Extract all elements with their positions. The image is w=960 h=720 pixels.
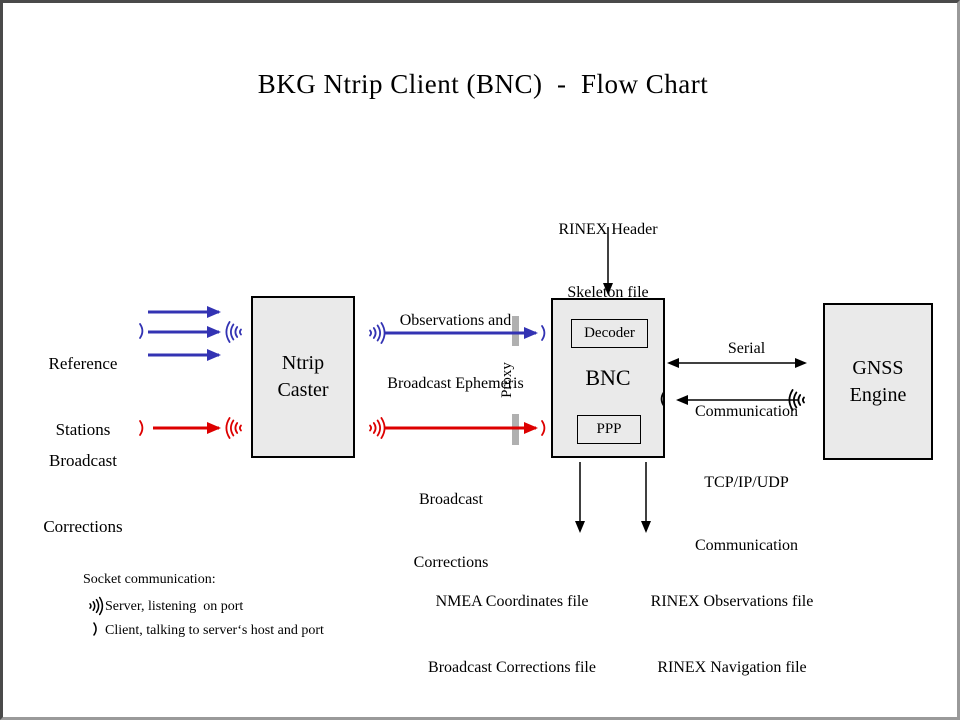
- legend-client-text: Client, talking to server‘s host and por…: [105, 623, 324, 638]
- rinex-output-label: RINEX Observations file RINEX Navigation…: [650, 593, 814, 676]
- bnc-label: BNC: [585, 365, 631, 390]
- reference-stations-label: Reference Stations: [48, 354, 118, 439]
- page-title: BKG Ntrip Client (BNC) - Flow Chart: [257, 69, 709, 99]
- gnss-engine-box: GNSS Engine: [823, 303, 933, 460]
- legend-server-text: Server, listening on port: [105, 599, 244, 614]
- bnc-box: Decoder BNC PPP: [551, 298, 665, 458]
- broadcast-corrections-input-label: Broadcast Corrections: [43, 451, 123, 536]
- proxy-bar-top: [512, 316, 519, 346]
- server-listening-waves-icon: [225, 321, 242, 343]
- legend-client-arc-icon: [93, 622, 97, 636]
- proxy-label: Proxy: [499, 362, 515, 398]
- nmea-output-label: NMEA Coordinates file Broadcast Correcti…: [428, 593, 596, 676]
- server-listening-waves-icon: [225, 417, 242, 439]
- ntrip-caster-box: Ntrip Caster: [251, 296, 355, 458]
- ppp-box: PPP: [577, 415, 641, 444]
- observations-stream-label: Observations and Broadcast Ephemeris: [387, 312, 524, 392]
- legend-server-listening-waves-icon: [89, 596, 104, 616]
- serial-communication-label: Serial Communication: [694, 340, 799, 420]
- decoder-box: Decoder: [571, 319, 648, 348]
- broadcast-corrections-stream-label: Broadcast Corrections: [413, 491, 489, 571]
- legend-title: Socket communication:: [83, 572, 216, 587]
- proxy-bar-bottom: [512, 414, 519, 445]
- tcp-communication-label: TCP/IP/UDP Communication: [694, 474, 799, 554]
